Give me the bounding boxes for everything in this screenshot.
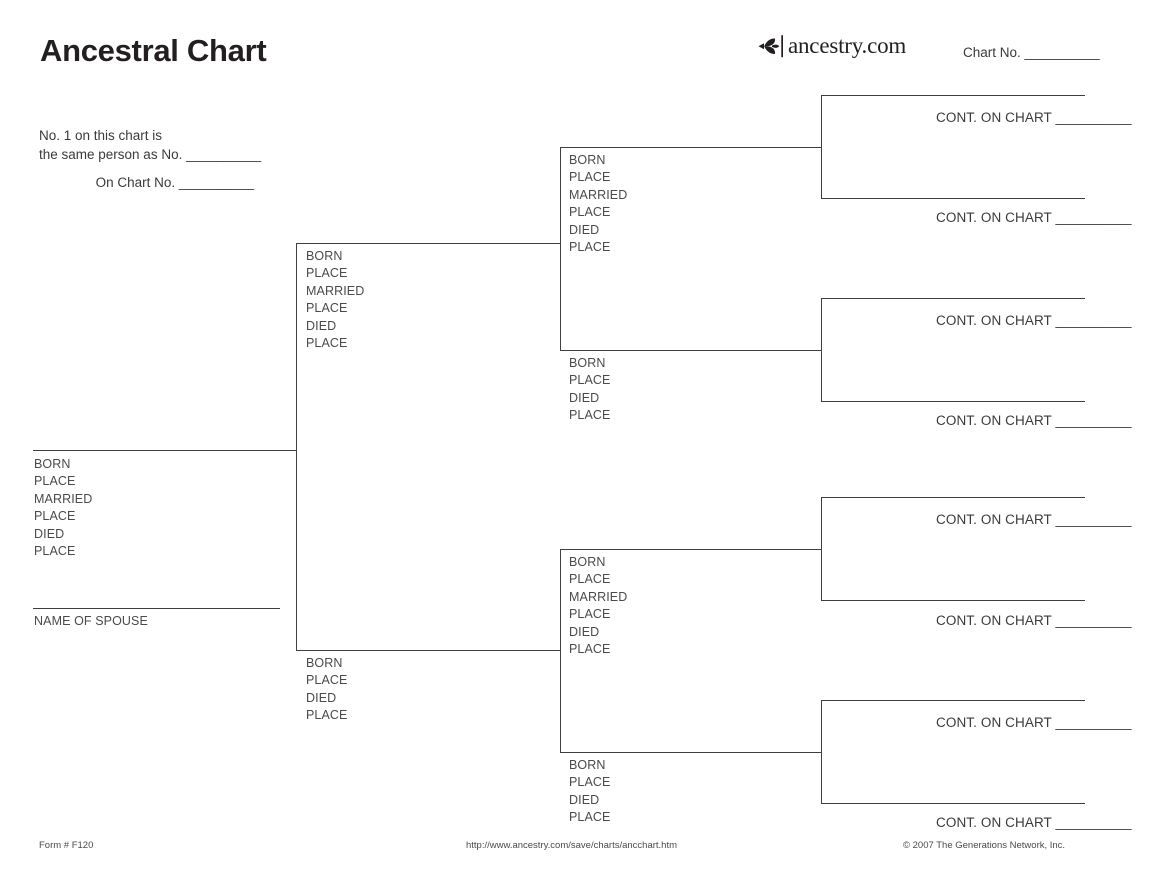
connector-gen2-mother-gen3: [543, 650, 561, 651]
ancestry-logo: ancestry.com: [757, 31, 906, 61]
person1-spouse-line[interactable]: [33, 608, 280, 609]
field-married: MARRIED: [34, 491, 93, 506]
gen4-person14-name-line[interactable]: [821, 700, 1085, 701]
chart-no-field[interactable]: Chart No. __________: [963, 45, 1100, 60]
connector-gen3-person4-gen4: [805, 147, 822, 148]
field-place-3: PLACE: [569, 642, 611, 657]
gen4-person13-cont-on-chart[interactable]: CONT. ON CHART __________: [936, 613, 1132, 628]
gen3-person4-name-line[interactable]: [560, 147, 821, 148]
person1-spouse-caption: NAME OF SPOUSE: [34, 614, 148, 628]
person1-fields: BORN PLACE MARRIED PLACE DIED PLACE: [34, 456, 92, 560]
gen4-person11-cont-on-chart[interactable]: CONT. ON CHART __________: [936, 413, 1132, 428]
gen2-bracket-spine: [296, 243, 297, 651]
connector-gen3-person7-gen4: [805, 752, 822, 753]
field-married: MARRIED: [569, 589, 628, 604]
gen4-person8-name-line[interactable]: [821, 95, 1085, 96]
field-born: BORN: [569, 758, 606, 772]
field-place-3: PLACE: [306, 336, 348, 351]
gen2-mother-name-line[interactable]: [296, 650, 561, 651]
field-place-1: PLACE: [569, 775, 611, 790]
footer-form-number: Form # F120: [39, 840, 94, 851]
field-born: BORN: [569, 356, 606, 370]
footer-url[interactable]: http://www.ancestry.com/save/charts/ancc…: [466, 840, 678, 851]
gen4-person11-name-line[interactable]: [821, 401, 1085, 402]
field-place-1: PLACE: [34, 474, 76, 489]
gen4-person9-name-line[interactable]: [821, 198, 1085, 199]
field-born: BORN: [569, 153, 606, 167]
gen3-person5-name-line[interactable]: [560, 350, 821, 351]
gen3-person6-fields: BORN PLACE MARRIED PLACE DIED PLACE: [569, 554, 627, 658]
field-died: DIED: [569, 792, 600, 807]
connector-person1-gen2: [279, 450, 297, 451]
field-place-1: PLACE: [569, 572, 611, 587]
field-born: BORN: [306, 656, 343, 670]
field-place-2: PLACE: [34, 509, 76, 524]
gen3-person7-name-line[interactable]: [560, 752, 821, 753]
gen3-person6-name-line[interactable]: [560, 549, 821, 550]
field-born: BORN: [34, 457, 71, 471]
field-place-1: PLACE: [306, 673, 348, 688]
page-title: Ancestral Chart: [40, 33, 267, 68]
same-person-note-line2[interactable]: the same person as No. __________: [39, 147, 262, 162]
gen2-mother-fields: BORN PLACE DIED PLACE: [306, 655, 348, 725]
ancestry-leaf-icon: [758, 35, 783, 58]
connector-gen3-person5-gen4: [805, 350, 822, 351]
gen3-person4-fields: BORN PLACE MARRIED PLACE DIED PLACE: [569, 152, 627, 256]
person1-name-line[interactable]: [33, 450, 297, 451]
field-place-2: PLACE: [569, 810, 611, 825]
field-married: MARRIED: [306, 283, 365, 298]
gen4-person10-name-line[interactable]: [821, 298, 1085, 299]
gen4-person15-name-line[interactable]: [821, 803, 1085, 804]
gen2-father-fields: BORN PLACE MARRIED PLACE DIED PLACE: [306, 248, 364, 352]
on-chart-no-field[interactable]: On Chart No. __________: [95, 175, 254, 190]
gen4-person12-name-line[interactable]: [821, 497, 1085, 498]
gen4-person8-cont-on-chart[interactable]: CONT. ON CHART __________: [936, 110, 1132, 125]
field-place-1: PLACE: [569, 170, 611, 185]
field-place-3: PLACE: [569, 240, 611, 255]
field-place-2: PLACE: [569, 408, 611, 423]
gen3-upper-bracket-spine: [560, 147, 561, 350]
gen4-bracket4-spine: [821, 700, 822, 803]
gen4-person9-cont-on-chart[interactable]: CONT. ON CHART __________: [936, 210, 1132, 225]
field-place-2: PLACE: [569, 205, 611, 220]
gen3-person7-fields: BORN PLACE DIED PLACE: [569, 757, 611, 827]
field-born: BORN: [569, 555, 606, 569]
footer-copyright: © 2007 The Generations Network, Inc.: [903, 840, 1066, 851]
field-place-2: PLACE: [306, 301, 348, 316]
gen4-person12-cont-on-chart[interactable]: CONT. ON CHART __________: [936, 512, 1132, 527]
gen4-person10-cont-on-chart[interactable]: CONT. ON CHART __________: [936, 313, 1132, 328]
field-place-1: PLACE: [569, 373, 611, 388]
gen4-person14-cont-on-chart[interactable]: CONT. ON CHART __________: [936, 715, 1132, 730]
gen3-person5-fields: BORN PLACE DIED PLACE: [569, 355, 611, 425]
field-born: BORN: [306, 249, 343, 263]
field-married: MARRIED: [569, 187, 628, 202]
gen4-person15-cont-on-chart[interactable]: CONT. ON CHART __________: [936, 815, 1132, 830]
gen4-person13-name-line[interactable]: [821, 600, 1085, 601]
field-died: DIED: [569, 624, 600, 639]
gen4-bracket3-spine: [821, 497, 822, 600]
gen4-bracket1-spine: [821, 95, 822, 198]
field-died: DIED: [569, 390, 600, 405]
field-place-2: PLACE: [569, 607, 611, 622]
field-place-2: PLACE: [306, 708, 348, 723]
field-place-3: PLACE: [34, 544, 76, 559]
same-person-note: No. 1 on this chart is the same person a…: [39, 126, 261, 164]
gen2-father-name-line[interactable]: [296, 243, 561, 244]
field-place-1: PLACE: [306, 266, 348, 281]
ancestry-wordmark: ancestry.com: [788, 33, 907, 58]
field-died: DIED: [306, 690, 337, 705]
connector-gen2-father-gen3: [543, 243, 561, 244]
same-person-note-line1: No. 1 on this chart is: [39, 128, 163, 143]
gen4-bracket2-spine: [821, 298, 822, 401]
gen3-lower-bracket-spine: [560, 549, 561, 752]
field-died: DIED: [569, 222, 600, 237]
field-died: DIED: [34, 526, 65, 541]
connector-gen3-person6-gen4: [805, 549, 822, 550]
field-died: DIED: [306, 318, 337, 333]
